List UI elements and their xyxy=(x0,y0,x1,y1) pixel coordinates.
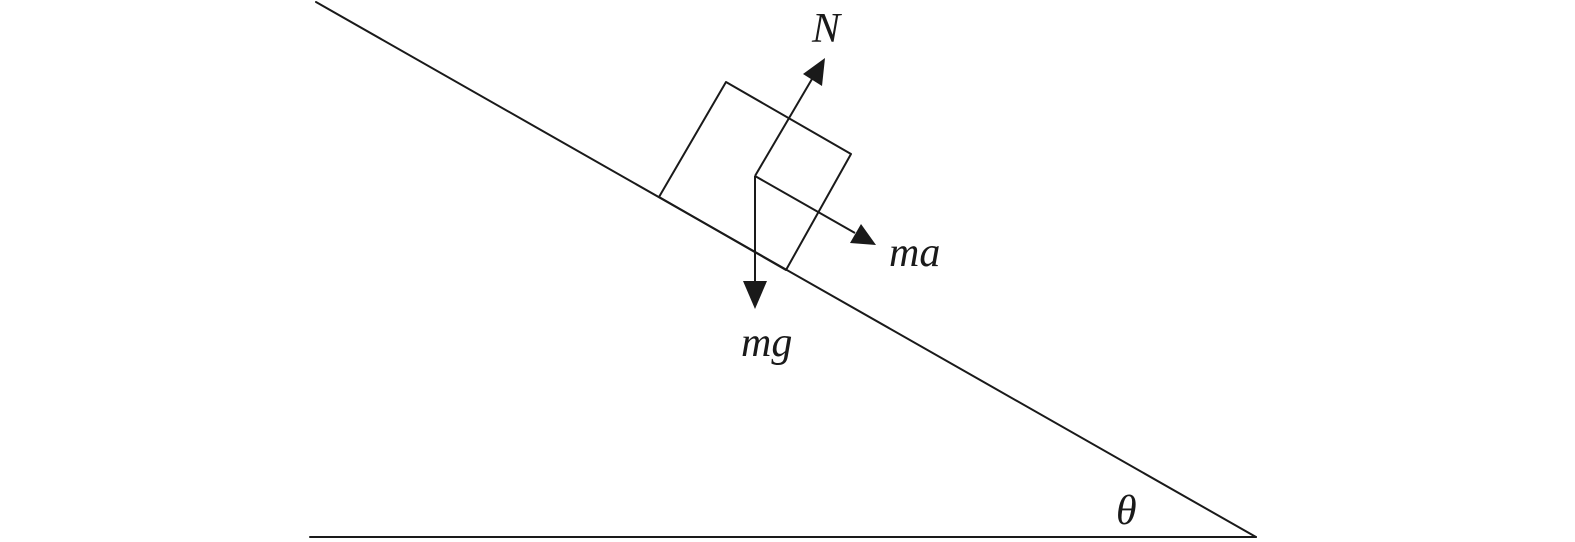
weight-label: mg xyxy=(741,320,792,366)
inertial-force-arrow xyxy=(754,175,876,245)
block xyxy=(658,81,852,271)
normal-force-label: N xyxy=(811,6,842,52)
weight-arrow xyxy=(743,176,767,309)
angle-label: θ xyxy=(1116,488,1137,534)
inertial-force-label: ma xyxy=(889,230,940,276)
normal-force-arrow xyxy=(754,58,825,177)
